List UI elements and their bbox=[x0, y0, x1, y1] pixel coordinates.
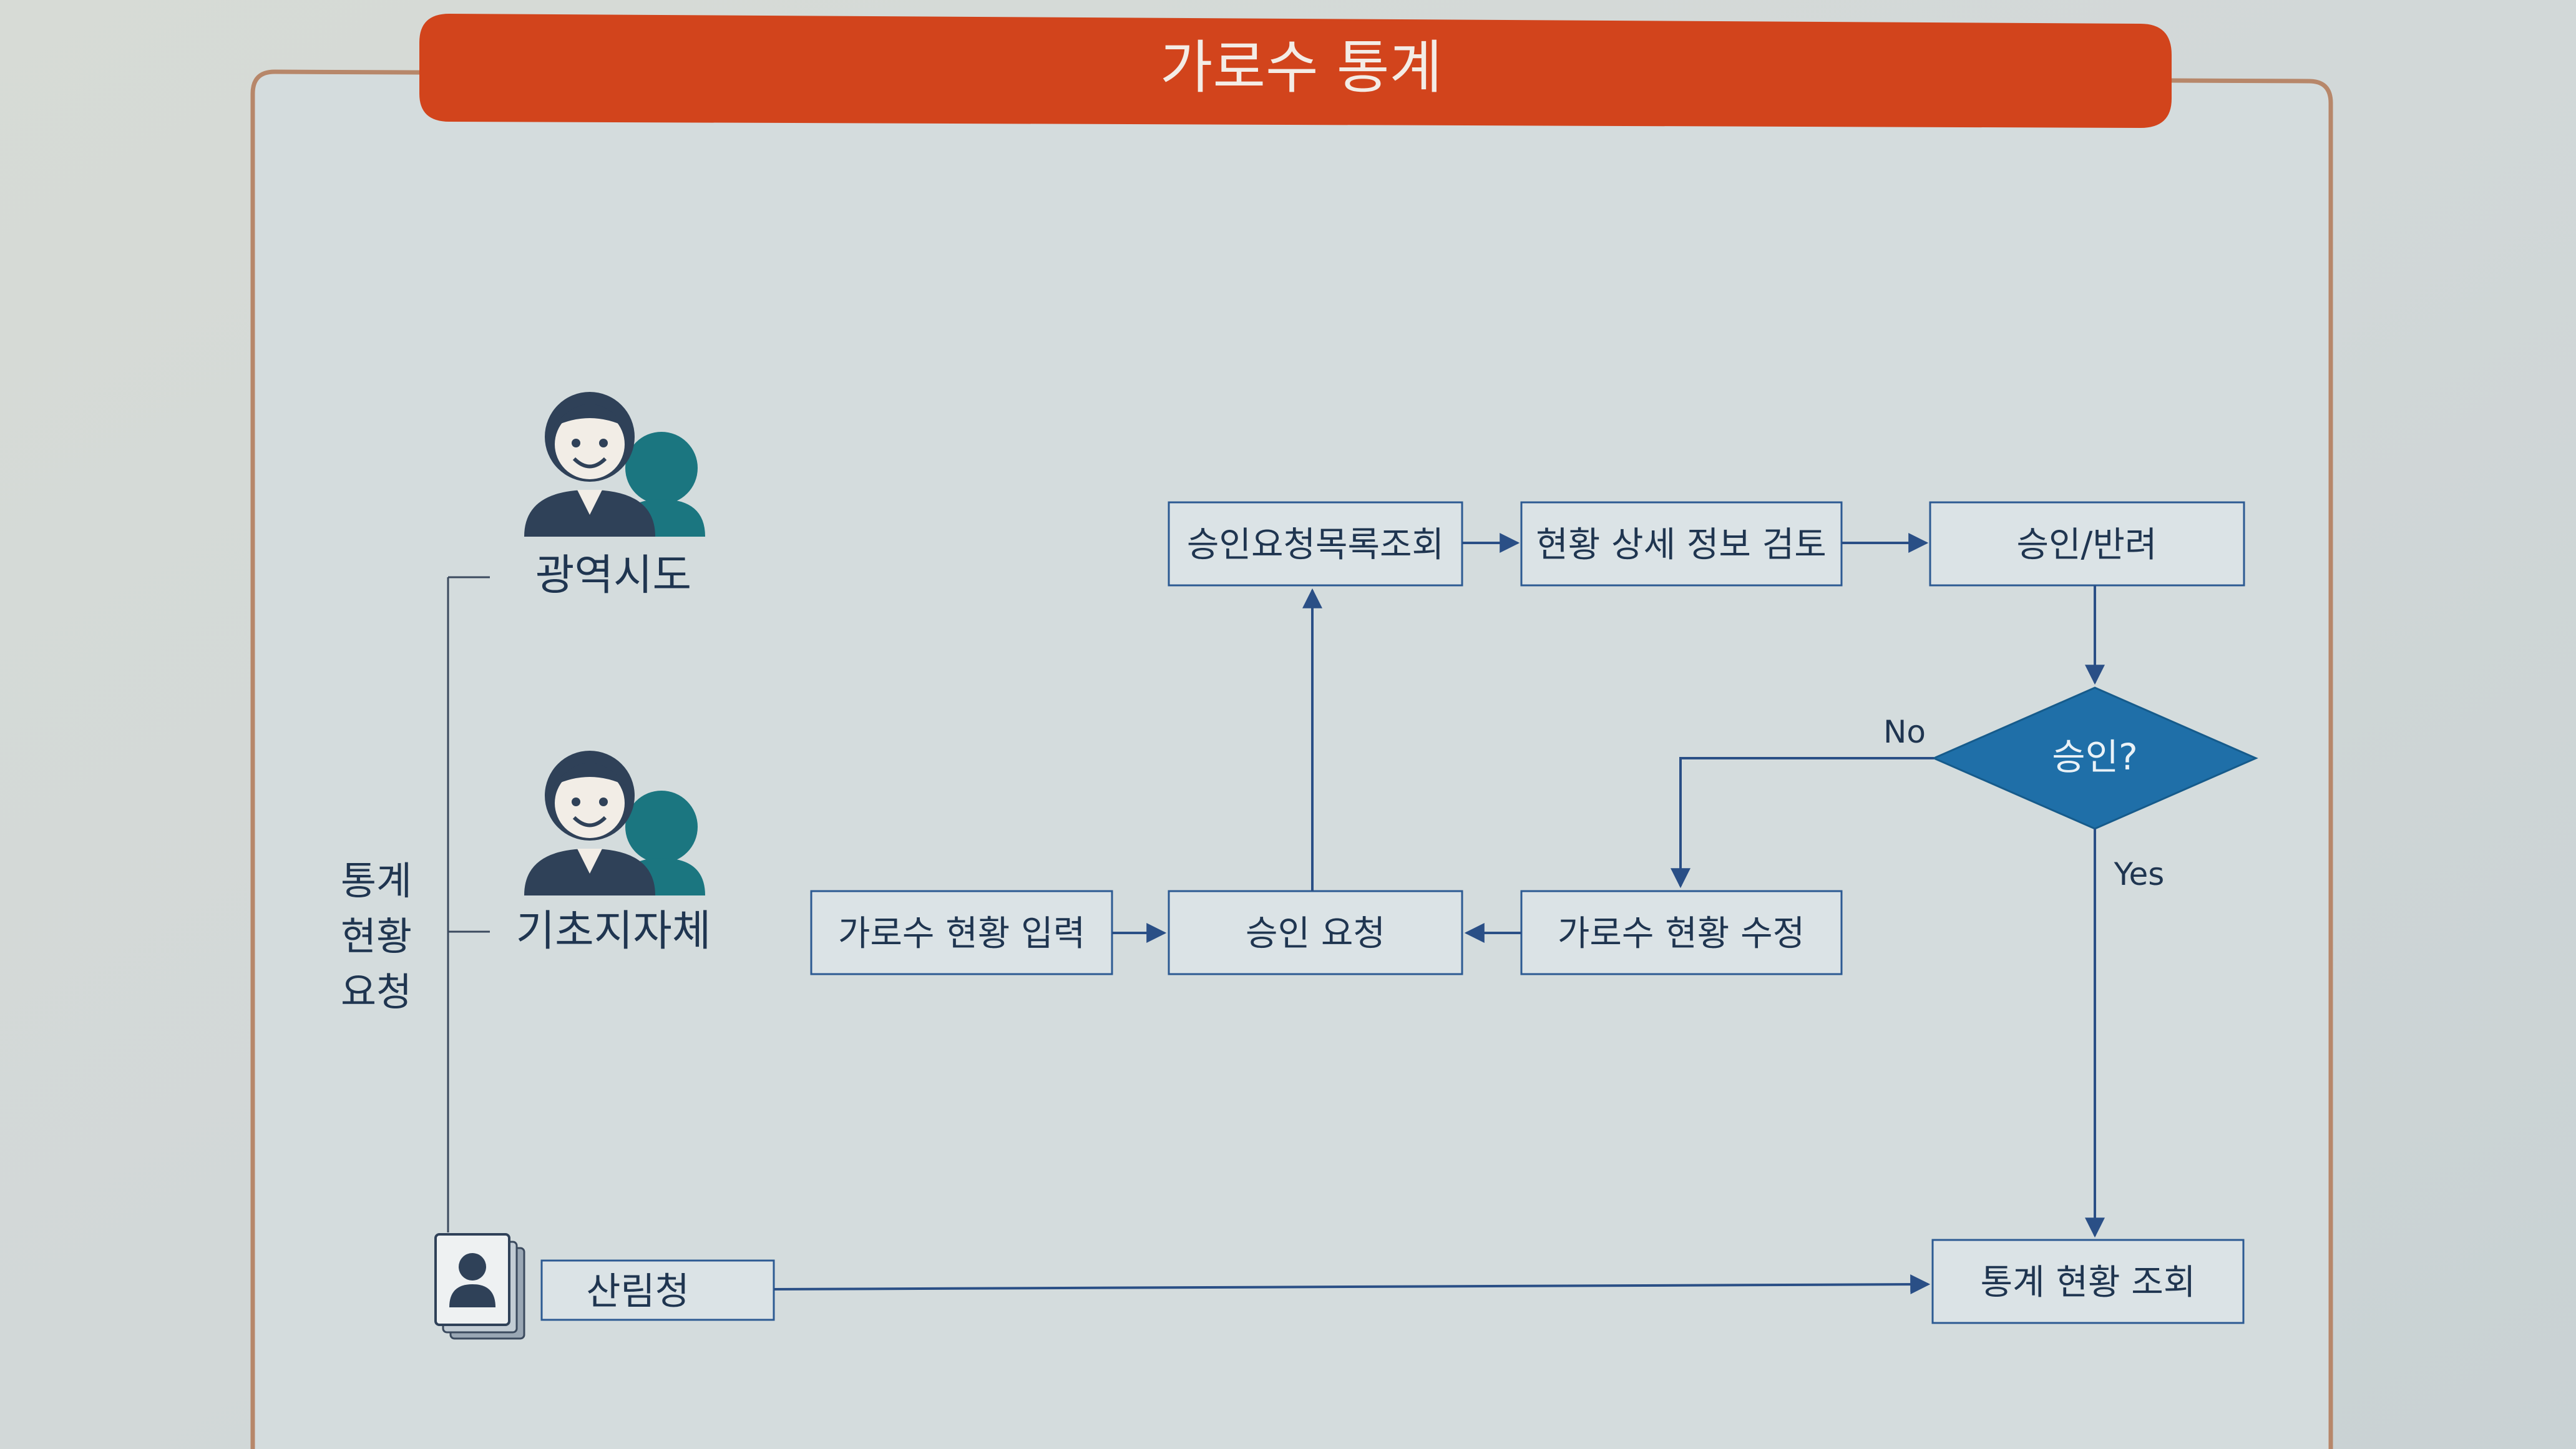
svg-text:승인?: 승인? bbox=[2052, 736, 2138, 778]
edge-label-yes: Yes bbox=[2114, 856, 2165, 892]
forest-service-document-icon bbox=[434, 1233, 525, 1340]
actor-regional-label: 광역시도 bbox=[535, 551, 691, 600]
title-bar: 가로수 통계 bbox=[419, 14, 2172, 128]
svg-text:가로수 현황 입력: 가로수 현황 입력 bbox=[838, 914, 1085, 954]
edge-forest-to-stats bbox=[773, 1274, 1931, 1295]
side-label-line-2: 현황 bbox=[341, 914, 412, 959]
node-approve-reject: 승인/반려 bbox=[1929, 501, 2245, 587]
svg-text:승인 요청: 승인 요청 bbox=[1246, 914, 1385, 954]
node-decision: 승인? bbox=[1931, 686, 2258, 830]
svg-text:현황 상세 정보 검토: 현황 상세 정보 검토 bbox=[1536, 525, 1827, 565]
actor-local-label: 기초지자체 bbox=[516, 907, 711, 956]
svg-text:승인요청목록조회: 승인요청목록조회 bbox=[1187, 525, 1444, 565]
svg-text:가로수 현황 수정: 가로수 현황 수정 bbox=[1558, 914, 1805, 954]
node-stats-view: 통계 현황 조회 bbox=[1931, 1239, 2245, 1324]
node-modify-status: 가로수 현황 수정 bbox=[1520, 890, 1843, 975]
local-user-icon bbox=[524, 751, 705, 895]
edge-label-no: No bbox=[1883, 714, 1926, 750]
actor-forest-label: 산림청 bbox=[586, 1270, 690, 1314]
diagram-title: 가로수 통계 bbox=[1160, 34, 1442, 101]
node-request-approval: 승인 요청 bbox=[1168, 890, 1463, 975]
regional-user-icon bbox=[524, 392, 705, 537]
side-label-line-3: 요청 bbox=[341, 969, 412, 1015]
side-label-line-1: 통계 bbox=[341, 858, 412, 904]
node-input-status: 가로수 현황 입력 bbox=[810, 890, 1113, 975]
edge-decision-no bbox=[1671, 757, 1934, 889]
forest-service-label-box bbox=[540, 1259, 775, 1321]
title-bar-shape bbox=[419, 14, 2172, 128]
node-approval-list: 승인요청목록조회 bbox=[1168, 501, 1463, 587]
svg-text:통계 현황 조회: 통계 현황 조회 bbox=[1981, 1262, 2196, 1303]
svg-text:승인/반려: 승인/반려 bbox=[2017, 525, 2157, 565]
node-detail-review: 현황 상세 정보 검토 bbox=[1520, 501, 1843, 587]
request-bracket: 통계 현황 요청 bbox=[341, 576, 490, 1232]
